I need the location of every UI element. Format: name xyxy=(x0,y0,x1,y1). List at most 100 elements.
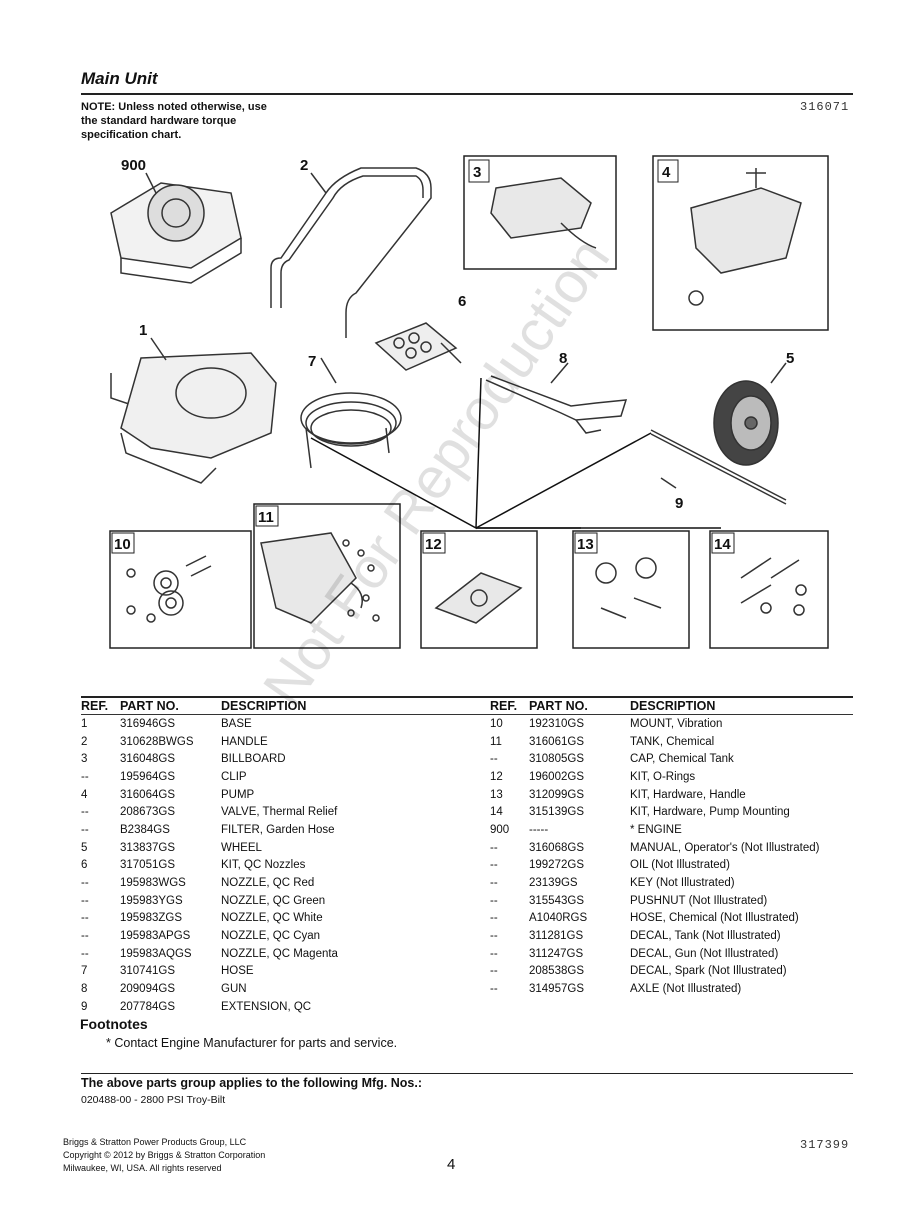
cell-ref: 7 xyxy=(81,965,88,978)
chemical-tank-illustration xyxy=(260,532,380,624)
cell-description: TANK, Chemical xyxy=(630,735,715,748)
callout-6: 6 xyxy=(458,293,466,310)
cell-part-no: 311281GS xyxy=(529,930,584,943)
cell-ref: 6 xyxy=(81,859,88,872)
cell-description: KIT, Hardware, Pump Mounting xyxy=(630,806,790,819)
header-ref: REF. xyxy=(81,699,120,715)
cell-description: BASE xyxy=(221,717,252,730)
applies-rule xyxy=(81,1073,853,1074)
cell-ref: 8 xyxy=(81,983,88,996)
section-title: Main Unit xyxy=(81,69,158,88)
cell-ref: -- xyxy=(81,823,89,836)
cell-part-no: ----- xyxy=(529,823,549,836)
mfg-number: 020488-00 - 2800 PSI Troy-Bilt xyxy=(81,1094,226,1106)
extension-illustration xyxy=(650,429,787,505)
diagram-code: 316071 xyxy=(800,100,850,114)
callout-900: 900 xyxy=(121,157,146,174)
cell-description: DECAL, Tank (Not Illustrated) xyxy=(630,930,781,943)
cell-description: MOUNT, Vibration xyxy=(630,717,723,730)
callout-4: 4 xyxy=(662,164,671,181)
cell-description: * ENGINE xyxy=(630,823,682,836)
table-row: -- 195983ZGS NOZZLE, QC White xyxy=(81,910,490,928)
gun-illustration xyxy=(485,375,628,434)
callout-14: 14 xyxy=(714,536,731,553)
cell-ref: -- xyxy=(490,859,498,872)
cell-description: CAP, Chemical Tank xyxy=(630,753,734,766)
cell-description: DECAL, Spark (Not Illustrated) xyxy=(630,965,787,978)
cell-description: GUN xyxy=(221,983,247,996)
cell-description: NOZZLE, QC Green xyxy=(221,894,326,907)
cell-description: KIT, QC Nozzles xyxy=(221,859,306,872)
cell-part-no: 316064GS xyxy=(120,788,175,801)
cell-part-no: 195983ZGS xyxy=(120,912,183,925)
cell-ref: -- xyxy=(81,912,89,925)
cell-description: OIL (Not Illustrated) xyxy=(630,859,730,872)
cell-description: AXLE (Not Illustrated) xyxy=(630,983,742,996)
footer-line-2: Copyright © 2012 by Briggs & Stratton Co… xyxy=(63,1150,266,1160)
footer-code: 317399 xyxy=(800,1138,850,1152)
engine-illustration xyxy=(110,182,242,284)
torque-note: NOTE: Unless noted otherwise, use the st… xyxy=(81,101,267,141)
cell-part-no: 23139GS xyxy=(529,877,578,890)
cell-ref: 14 xyxy=(490,806,503,819)
callout-7: 7 xyxy=(308,353,316,370)
callout-10: 10 xyxy=(114,536,131,553)
nozzle-kit-illustration xyxy=(374,322,458,371)
table-row: 900-----* ENGINE xyxy=(490,821,853,839)
applies-title: The above parts group applies to the fol… xyxy=(81,1076,422,1090)
header-description: DESCRIPTION xyxy=(630,699,853,715)
table-row: 8 209094GS GUN xyxy=(81,980,490,998)
cell-description: MANUAL, Operator's (Not Illustrated) xyxy=(630,841,820,854)
header-rule xyxy=(81,93,853,95)
table-row: 14 315139GS KIT, Hardware, Pump Mounting xyxy=(490,803,853,821)
header-part-no: PART NO. xyxy=(529,699,630,715)
cell-description: NOZZLE, QC Cyan xyxy=(221,930,321,943)
pump-illustration xyxy=(688,168,802,306)
cell-part-no: 209094GS xyxy=(120,983,175,996)
cell-description: EXTENSION, QC xyxy=(221,1000,312,1013)
cell-part-no: 315139GS xyxy=(529,806,584,819)
cell-ref: -- xyxy=(490,753,498,766)
cell-part-no: 317051GS xyxy=(120,859,175,872)
cell-part-no: 315543GS xyxy=(529,894,584,907)
exploded-parts-diagram: 900 2 3 4 6 1 7 8 5 9 11 10 12 13 14 xyxy=(109,155,829,649)
cell-part-no: 311247GS xyxy=(529,947,584,960)
cell-description: PUMP xyxy=(221,788,255,801)
footnotes-title: Footnotes xyxy=(80,1016,148,1032)
cell-ref: 13 xyxy=(490,788,503,801)
cell-part-no: 316946GS xyxy=(120,717,175,730)
cell-part-no: B2384GS xyxy=(120,823,170,836)
cell-description: VALVE, Thermal Relief xyxy=(221,806,338,819)
cell-ref: 9 xyxy=(81,1000,88,1013)
cell-description: CLIP xyxy=(221,770,247,783)
table-row: -- 310805GS CAP, Chemical Tank xyxy=(490,750,853,768)
cell-part-no: 313837GS xyxy=(120,841,175,854)
cell-ref: -- xyxy=(490,947,498,960)
cell-ref: -- xyxy=(490,912,498,925)
cell-part-no: 310805GS xyxy=(529,753,584,766)
table-row: 6 317051GS KIT, QC Nozzles xyxy=(81,857,490,875)
vibration-mount-illustration xyxy=(126,555,212,623)
cell-description: NOZZLE, QC White xyxy=(221,912,323,925)
callout-5: 5 xyxy=(786,350,794,367)
cell-ref: -- xyxy=(81,770,89,783)
cell-part-no: 316061GS xyxy=(529,735,584,748)
callout-2: 2 xyxy=(300,157,308,174)
cell-ref: 3 xyxy=(81,753,88,766)
cell-description: BILLBOARD xyxy=(221,753,286,766)
cell-ref: -- xyxy=(490,965,498,978)
cell-ref: -- xyxy=(81,877,89,890)
o-ring-kit-illustration xyxy=(434,572,523,624)
